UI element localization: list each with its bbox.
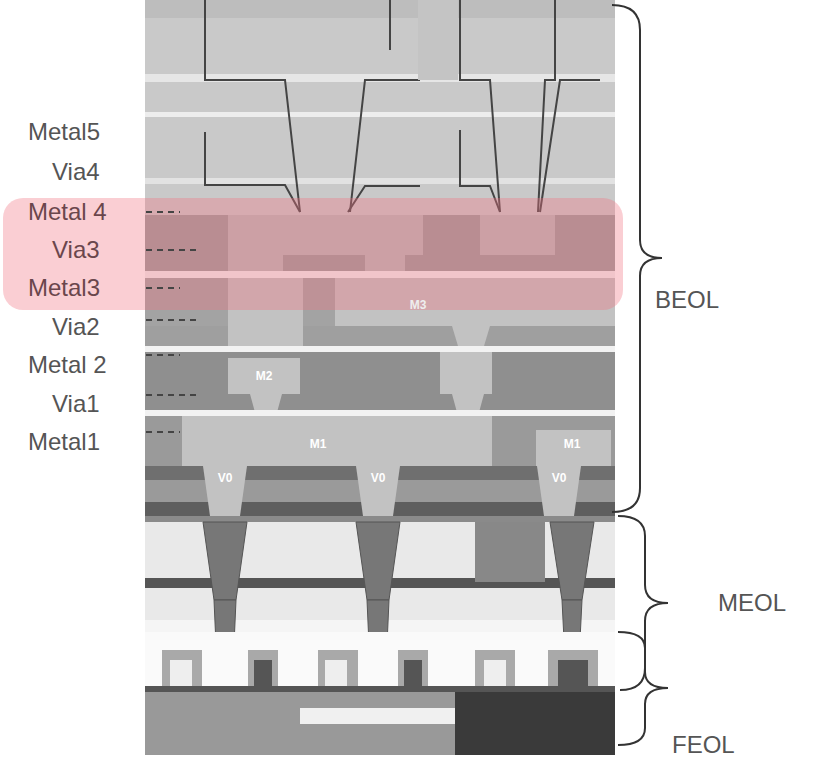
part-label: V0 (218, 472, 233, 484)
layer-name: Via2 (52, 315, 100, 339)
layer-name: Via4 (52, 160, 100, 184)
part-label: V0 (371, 472, 386, 484)
layer-name: Via1 (52, 392, 100, 416)
layer-name: Metal 4 (28, 200, 107, 224)
layer-name: Metal5 (28, 120, 100, 144)
part-label: M3 (410, 299, 427, 311)
part-label: M1 (564, 438, 581, 450)
layer-name: Metal1 (28, 430, 100, 454)
layer-name: Metal 2 (28, 353, 107, 377)
section-name: BEOL (655, 288, 719, 312)
section-name: MEOL (718, 591, 786, 615)
part-label: M1 (310, 438, 327, 450)
section-name: FEOL (672, 733, 735, 757)
layer-name: Via3 (52, 238, 100, 262)
part-label: V0 (552, 472, 567, 484)
part-label: M2 (256, 370, 273, 382)
layer-name: Metal3 (28, 276, 100, 300)
